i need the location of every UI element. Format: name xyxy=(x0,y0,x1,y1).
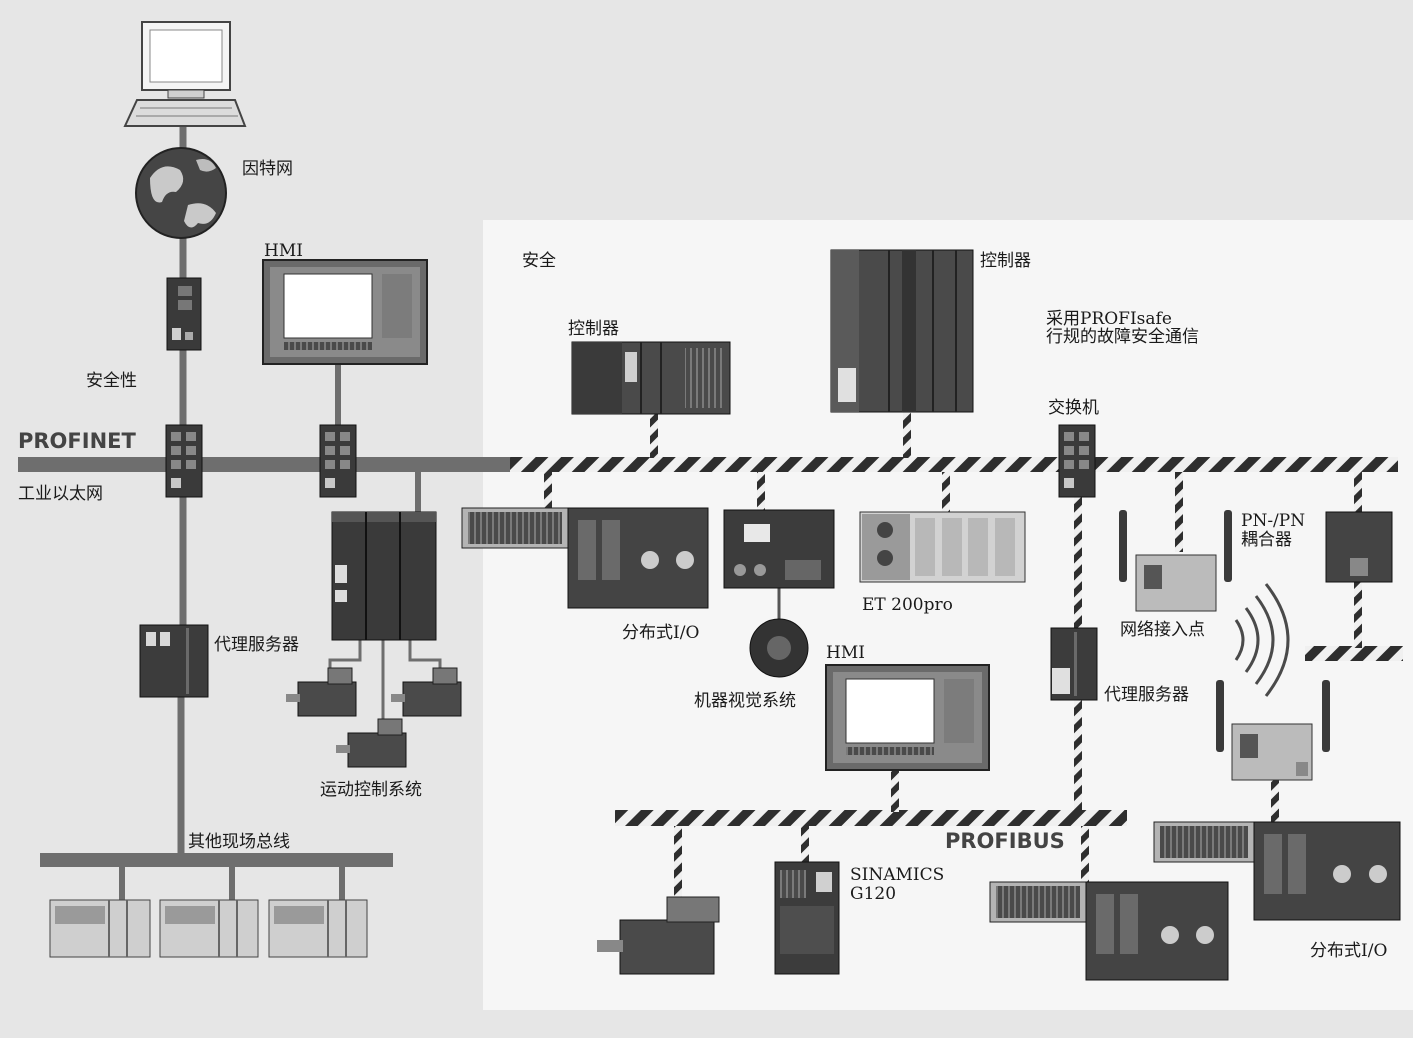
label-pn-pn-line2: 耦合器 xyxy=(1241,530,1292,550)
label-hmi-top: HMI xyxy=(264,241,303,261)
label-industrial-ethernet: 工业以太网 xyxy=(18,484,103,504)
camera-icon xyxy=(749,618,809,678)
label-controller-top: 控制器 xyxy=(980,251,1031,271)
motor-icon xyxy=(597,896,720,975)
label-sinamics-line2: G120 xyxy=(850,884,896,904)
hmi-panel-icon xyxy=(825,664,990,771)
profinet-bus-hatched xyxy=(510,457,1398,472)
label-other-fieldbus: 其他现场总线 xyxy=(188,832,290,852)
profinet-bus-solid xyxy=(18,457,513,472)
label-distributed-io-right: 分布式I/O xyxy=(1310,941,1387,961)
label-et200pro: ET 200pro xyxy=(862,595,953,615)
label-profibus: PROFIBUS xyxy=(945,829,1065,853)
distributed-io-icon xyxy=(461,507,709,609)
profibus-bus-hatched xyxy=(615,810,1127,826)
label-internet: 因特网 xyxy=(242,159,293,179)
label-security: 安全性 xyxy=(86,371,137,391)
vision-controller-icon xyxy=(723,509,835,589)
motor-icon xyxy=(286,667,357,717)
coupler-module-icon xyxy=(1325,511,1393,583)
et200pro-icon xyxy=(859,511,1026,583)
label-safety-zone: 安全 xyxy=(522,251,556,271)
computer-icon xyxy=(123,21,247,127)
label-proxy-right: 代理服务器 xyxy=(1104,685,1189,705)
access-point-icon xyxy=(1119,510,1232,612)
wireless-signal-icon xyxy=(1234,583,1290,697)
motor-icon xyxy=(391,667,462,717)
label-controller-mid: 控制器 xyxy=(568,319,619,339)
label-sinamics-line1: SINAMICS xyxy=(850,865,944,885)
fieldbus-device-icon xyxy=(268,899,368,958)
frequency-inverter-icon xyxy=(774,861,840,975)
globe-icon xyxy=(135,147,227,239)
proxy-server-icon xyxy=(1050,627,1098,701)
access-point-icon xyxy=(1216,680,1330,781)
label-profisafe-line1: 采用PROFIsafe xyxy=(1046,309,1172,329)
controller-icon xyxy=(830,249,974,413)
controller-icon xyxy=(571,341,731,415)
fieldbus-device-icon xyxy=(49,899,151,958)
distributed-io-icon xyxy=(1153,821,1401,921)
label-proxy-left: 代理服务器 xyxy=(214,635,299,655)
label-switch: 交换机 xyxy=(1048,398,1099,418)
hmi-panel-icon xyxy=(262,259,428,365)
label-hmi-mid: HMI xyxy=(826,643,865,663)
distributed-io-icon xyxy=(989,881,1229,981)
coupler-subnet-hatched xyxy=(1305,646,1403,661)
security-module-icon xyxy=(166,277,202,351)
label-motion-control: 运动控制系统 xyxy=(320,780,422,800)
fieldbus-device-icon xyxy=(159,899,259,958)
label-machine-vision: 机器视觉系统 xyxy=(694,691,796,711)
proxy-server-icon xyxy=(139,624,209,698)
label-distributed-io-mid: 分布式I/O xyxy=(622,623,699,643)
drive-unit-icon xyxy=(331,511,437,641)
switch-icon xyxy=(319,424,357,498)
motor-icon xyxy=(336,718,407,768)
switch-icon xyxy=(1058,424,1096,498)
label-pn-pn-line1: PN-/PN xyxy=(1241,511,1305,531)
switch-icon xyxy=(165,424,203,498)
label-profisafe-line2: 行规的故障安全通信 xyxy=(1046,327,1199,347)
label-access-point: 网络接入点 xyxy=(1120,620,1205,640)
label-profinet: PROFINET xyxy=(18,429,136,453)
